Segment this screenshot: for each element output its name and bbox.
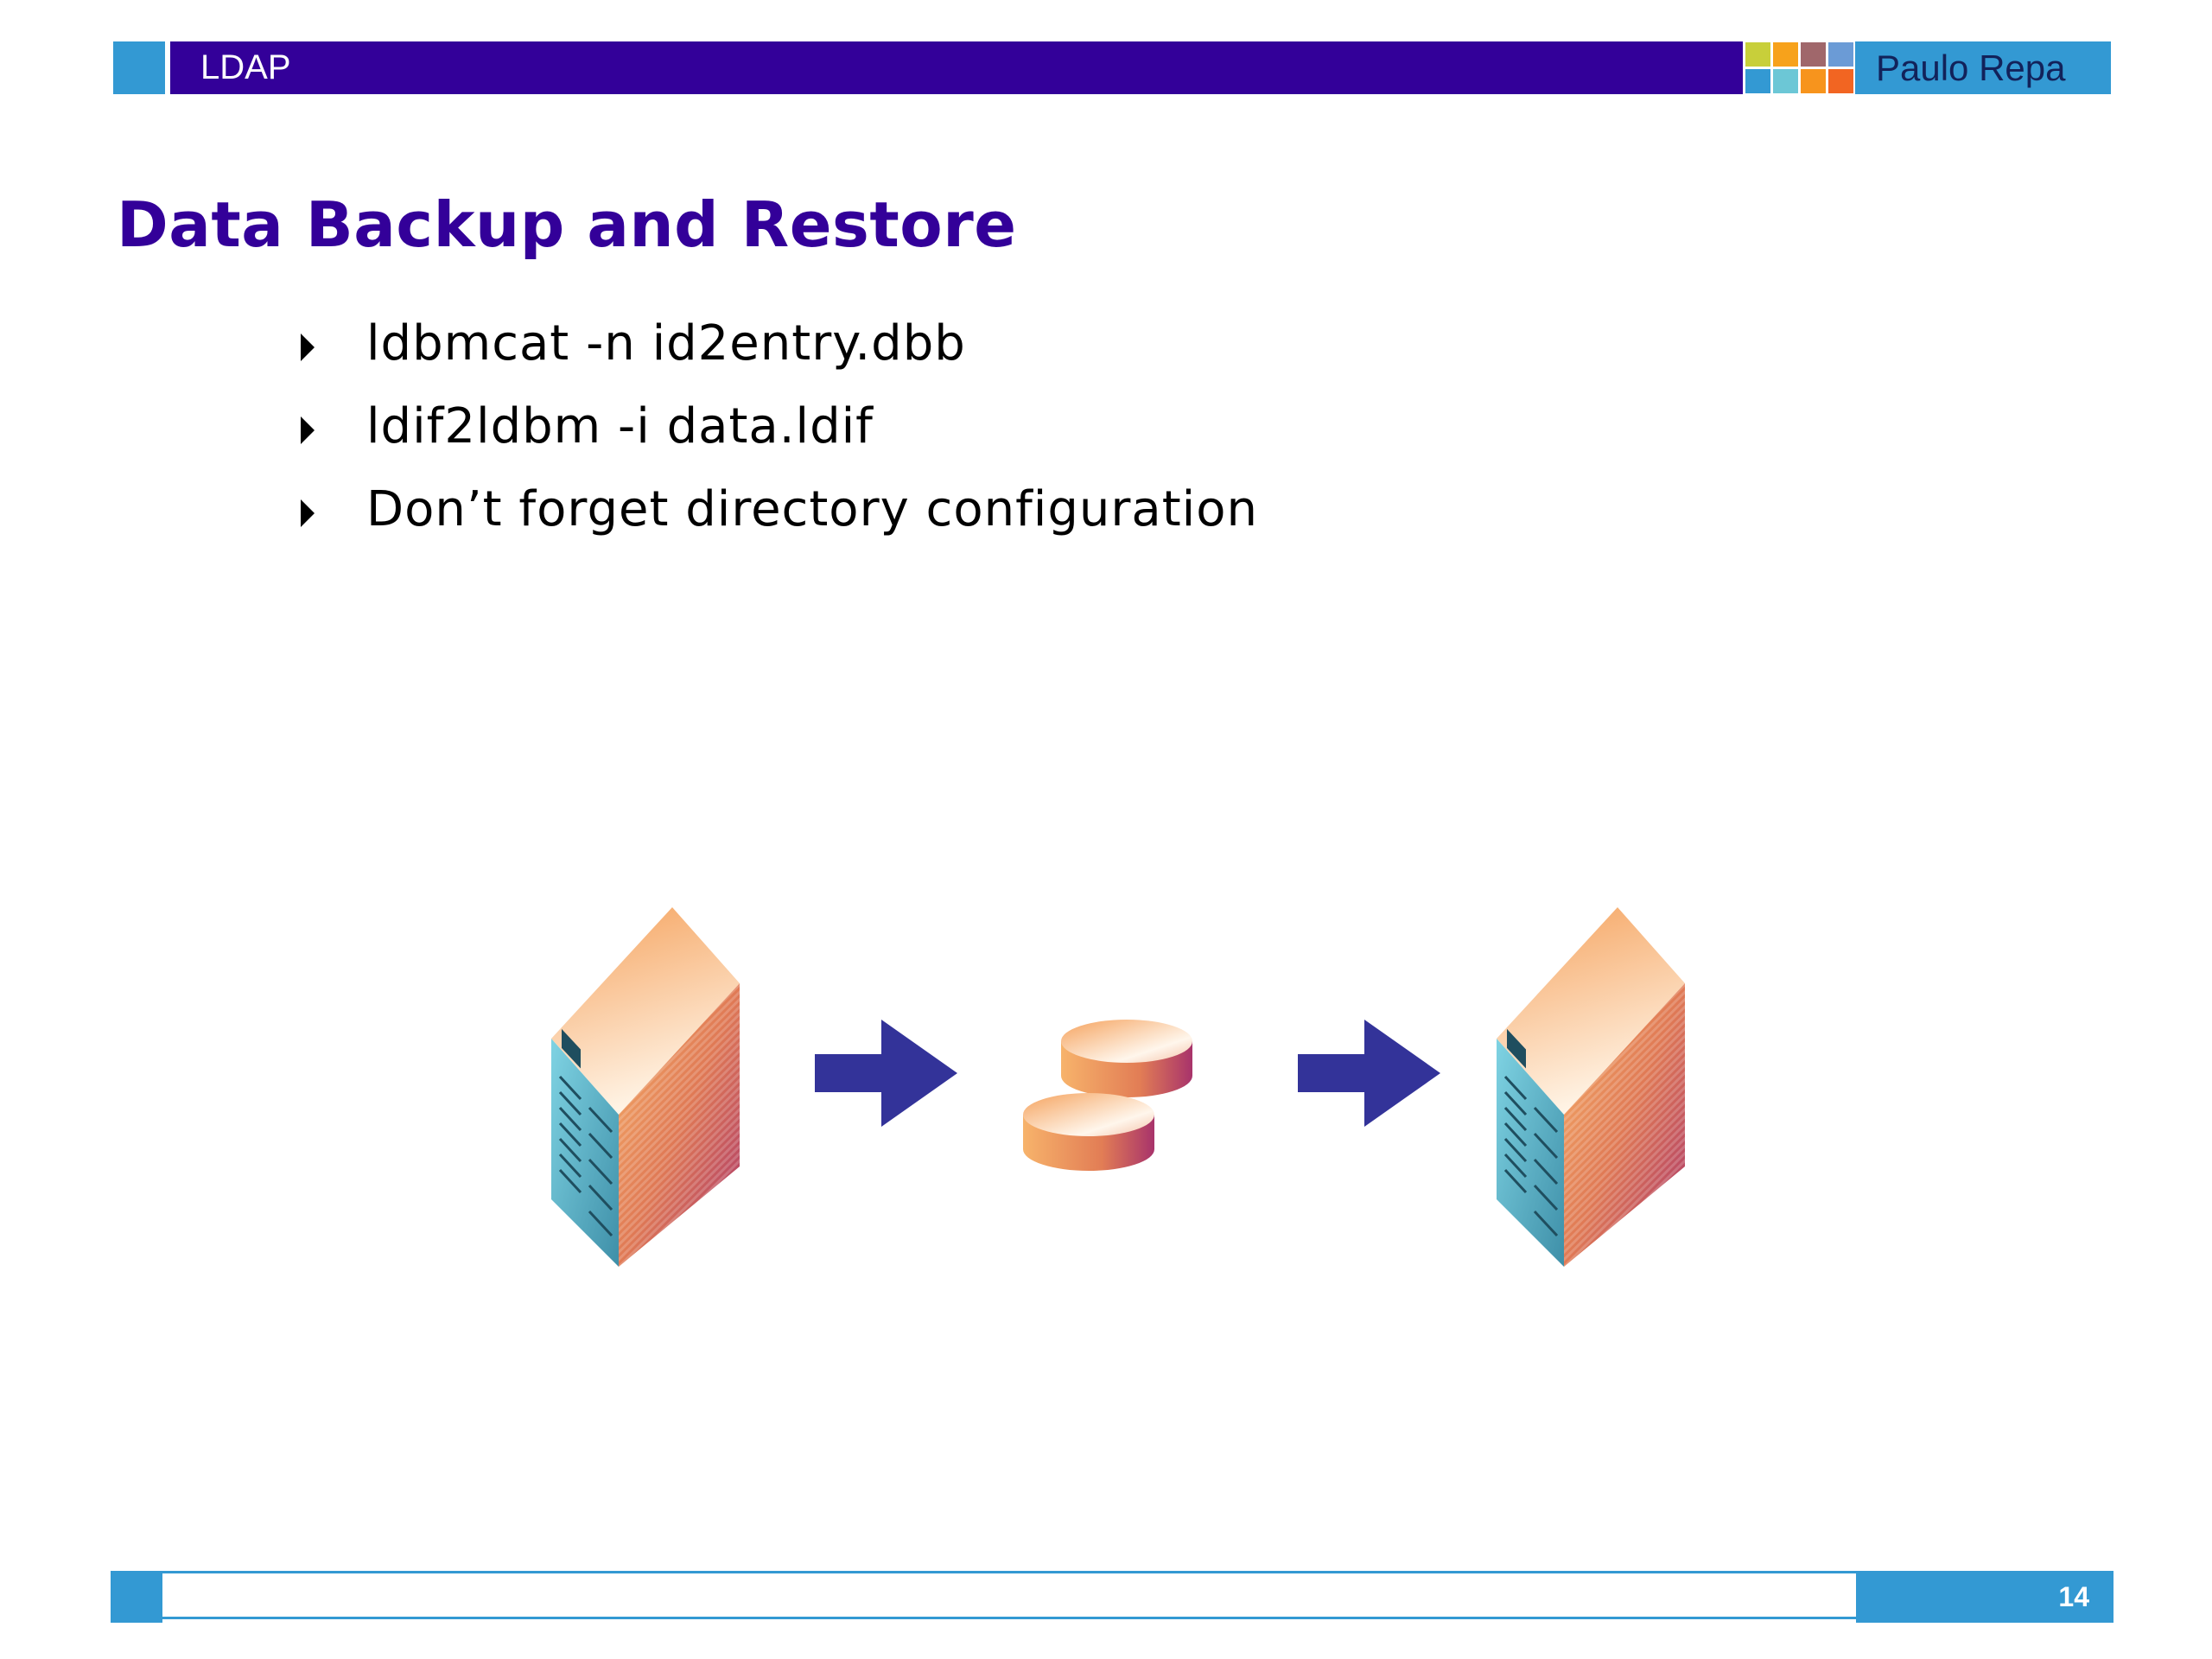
mosaic-tile xyxy=(1745,69,1770,93)
header-band xyxy=(170,41,1743,94)
backup-restore-illustration xyxy=(544,899,1719,1279)
header-author-box xyxy=(1855,41,2111,94)
mosaic-tile xyxy=(1745,42,1770,67)
slide-footer: 14 xyxy=(111,1571,2113,1623)
mosaic-tile xyxy=(1773,69,1798,93)
slide-title: Data Backup and Restore xyxy=(117,188,1017,261)
header-title: LDAP xyxy=(200,48,291,86)
footer-accent-block xyxy=(111,1571,162,1623)
disk-stack-icon xyxy=(1023,1020,1192,1171)
mosaic-tile xyxy=(1828,42,1853,67)
mosaic-tile xyxy=(1828,69,1853,93)
footer-page-box: 14 xyxy=(1856,1571,2113,1623)
header-author: Paulo Repa xyxy=(1876,48,2066,88)
arrow-right-icon xyxy=(815,1020,957,1127)
header-accent-block xyxy=(113,41,165,94)
arrow-right-icon xyxy=(1298,1020,1440,1127)
target-server-icon xyxy=(1497,907,1685,1267)
mosaic-tile xyxy=(1801,42,1826,67)
bullet-triangle-icon xyxy=(301,334,315,361)
bullet-text: Don’t forget directory configuration xyxy=(366,481,1258,537)
slide-header: LDAP Paulo Repa xyxy=(113,41,2111,94)
bullet-text: ldif2ldbm -i data.ldif xyxy=(366,398,874,454)
source-server-icon xyxy=(551,907,740,1267)
bullet-triangle-icon xyxy=(301,499,315,527)
bullet-triangle-icon xyxy=(301,416,315,444)
mosaic-tile xyxy=(1801,69,1826,93)
page-number: 14 xyxy=(2058,1581,2089,1612)
footer-band xyxy=(162,1571,1856,1619)
bullet-text: ldbmcat -n id2entry.dbb xyxy=(366,315,966,372)
mosaic-tile xyxy=(1773,42,1798,67)
header-mosaic-logo xyxy=(1744,41,1853,95)
